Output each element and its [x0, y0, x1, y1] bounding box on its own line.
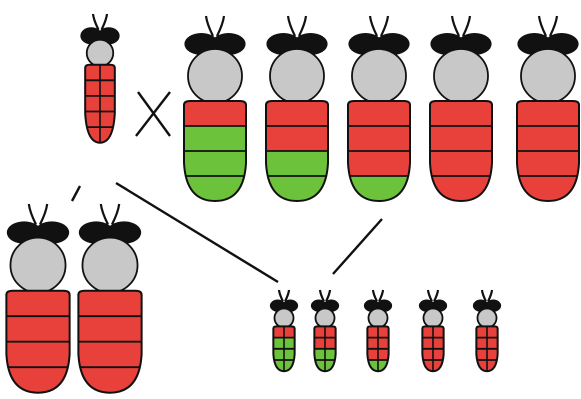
- segment-red: [76, 342, 143, 369]
- segment-red: [346, 126, 412, 152]
- head: [434, 49, 488, 103]
- antenna-left: [29, 204, 36, 224]
- head: [368, 308, 387, 327]
- cross-mark: [136, 92, 170, 136]
- antennae: [29, 204, 47, 224]
- antennae: [206, 16, 224, 36]
- segment-red: [428, 101, 494, 127]
- antenna-right: [379, 290, 383, 301]
- head: [423, 308, 442, 327]
- antenna-left: [452, 16, 459, 36]
- female-1-figure: [182, 16, 248, 202]
- head: [274, 308, 293, 327]
- antenna-left: [428, 290, 432, 301]
- segment-red: [182, 101, 248, 127]
- antenna-left: [206, 16, 213, 36]
- antenna-left: [539, 16, 546, 36]
- segment-red: [4, 291, 71, 318]
- head: [87, 40, 114, 67]
- antennae: [93, 14, 107, 30]
- segment-green: [264, 151, 330, 177]
- antenna-right: [285, 290, 289, 301]
- segment-red: [264, 101, 330, 127]
- son-1-figure: [4, 204, 71, 394]
- abdomen: [346, 101, 412, 202]
- segment-green: [182, 126, 248, 152]
- segment-red: [515, 151, 581, 177]
- head: [477, 308, 496, 327]
- line-from-females: [333, 219, 382, 274]
- antenna-right: [434, 290, 438, 301]
- abdomen: [76, 291, 143, 394]
- segment-red: [515, 101, 581, 127]
- antenna-right: [463, 16, 470, 36]
- son-2-figure: [76, 204, 143, 394]
- female-3-figure: [346, 16, 412, 202]
- head: [188, 49, 242, 103]
- small-5-figure: [473, 290, 501, 372]
- head: [10, 238, 65, 293]
- segment-red: [346, 101, 412, 127]
- antennae: [539, 16, 557, 36]
- segment-red: [76, 291, 143, 318]
- antenna-right: [112, 204, 119, 224]
- segment-red: [428, 151, 494, 177]
- female-4-figure: [428, 16, 494, 202]
- segment-red: [76, 316, 143, 343]
- antenna-left: [320, 290, 324, 301]
- antennae: [279, 290, 289, 301]
- abdomen: [182, 101, 248, 202]
- antenna-left: [370, 16, 377, 36]
- segment-red: [4, 316, 71, 343]
- segment-red: [428, 126, 494, 152]
- antenna-left: [482, 290, 486, 301]
- antenna-right: [102, 14, 107, 30]
- segment-red: [515, 126, 581, 152]
- head: [521, 49, 575, 103]
- antennae: [373, 290, 383, 301]
- male-parent-figure: [80, 14, 119, 144]
- segment-red: [264, 126, 330, 152]
- antenna-right: [326, 290, 330, 301]
- figures-group: [4, 14, 581, 394]
- antenna-left: [93, 14, 98, 30]
- abdomen: [264, 101, 330, 202]
- segment-red: [346, 151, 412, 177]
- female-2-figure: [264, 16, 330, 202]
- head: [82, 238, 137, 293]
- antennae: [320, 290, 330, 301]
- head: [315, 308, 334, 327]
- line-to-large-offspring: [72, 186, 80, 201]
- antennae: [370, 16, 388, 36]
- antenna-right: [488, 290, 492, 301]
- antennae: [482, 290, 492, 301]
- abdomen: [4, 291, 71, 394]
- antennae: [101, 204, 119, 224]
- segment-red: [4, 342, 71, 369]
- head: [270, 49, 324, 103]
- antennae: [452, 16, 470, 36]
- antenna-right: [381, 16, 388, 36]
- antennae: [288, 16, 306, 36]
- antenna-left: [279, 290, 283, 301]
- abdomen: [515, 101, 581, 202]
- female-5-figure: [515, 16, 581, 202]
- abdomen: [428, 101, 494, 202]
- antenna-left: [373, 290, 377, 301]
- small-3-figure: [364, 290, 392, 372]
- segment-green: [182, 151, 248, 177]
- small-1-figure: [270, 290, 298, 372]
- small-2-figure: [311, 290, 339, 372]
- antenna-left: [288, 16, 295, 36]
- head: [352, 49, 406, 103]
- antenna-left: [101, 204, 108, 224]
- antenna-right: [217, 16, 224, 36]
- antennae: [428, 290, 438, 301]
- antenna-right: [550, 16, 557, 36]
- small-4-figure: [419, 290, 447, 372]
- antenna-right: [299, 16, 306, 36]
- antenna-right: [40, 204, 47, 224]
